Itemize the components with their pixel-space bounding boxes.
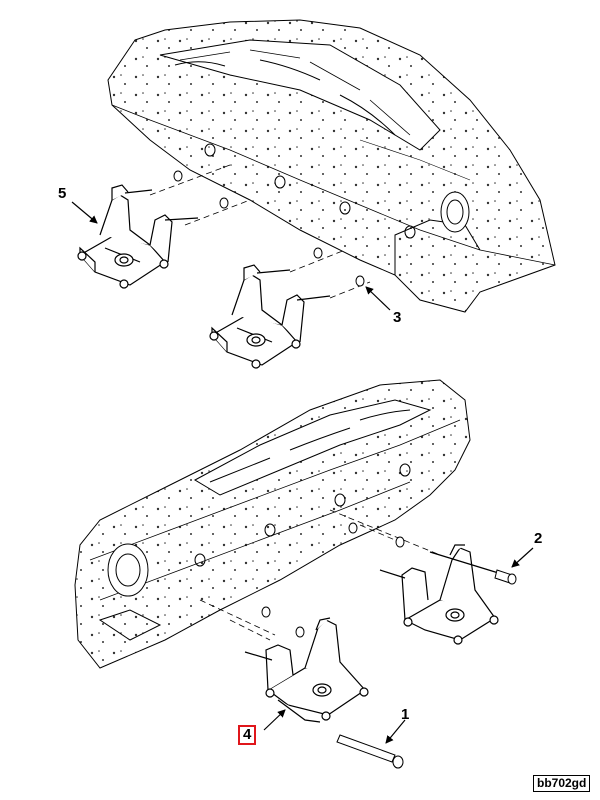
callout-leaders (71, 201, 534, 744)
callout-1: 1 (401, 706, 410, 723)
upper-left-bracket (77, 184, 199, 289)
lower-engine-block (74, 379, 471, 669)
lower-front-bracket (244, 617, 369, 723)
upper-washers (173, 170, 365, 287)
callout-4: 4 (238, 725, 257, 745)
callout-2: 2 (534, 530, 543, 547)
callout-5: 5 (58, 185, 67, 202)
leader-4 (263, 709, 286, 731)
upper-engine-block (107, 19, 556, 313)
callout-3: 3 (393, 309, 402, 326)
bolt-item-1 (336, 734, 404, 769)
bolt-item-2 (494, 569, 517, 585)
leader-5 (71, 201, 98, 224)
leader-3 (365, 286, 391, 311)
leader-2 (511, 547, 534, 568)
lower-right-bracket (379, 544, 506, 645)
lower-washers (261, 522, 405, 638)
lower-alignment-lines (199, 509, 441, 641)
upper-right-bracket (209, 264, 331, 369)
figure-code: bb702gd (533, 775, 591, 792)
leader-1 (385, 719, 406, 744)
